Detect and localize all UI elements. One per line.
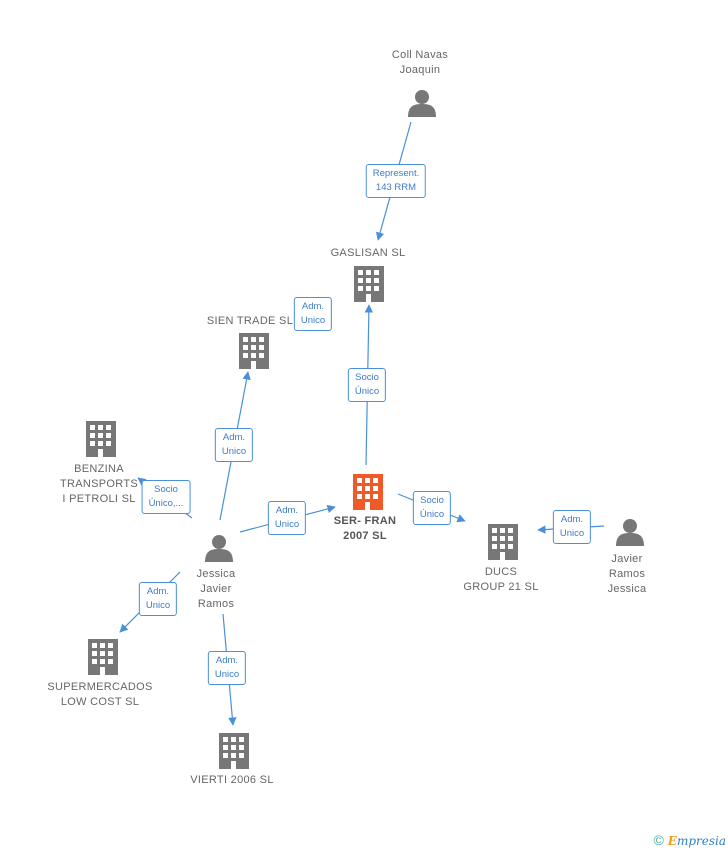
edge-label-line: Adm. (222, 432, 246, 443)
edge-label-line: Unico (274, 519, 300, 530)
edge-label-jessica-vierti[interactable]: Adm. Unico (207, 651, 247, 685)
node-label-gaslisan[interactable]: GASLISAN SL (331, 246, 406, 261)
edge-label-line: Adm. (146, 586, 170, 597)
edge-label-jessica-sien[interactable]: Adm. Unico (214, 428, 254, 462)
node-label-vierti[interactable]: VIERTI 2006 SL (190, 773, 274, 788)
building-icon-gaslisan[interactable] (354, 266, 384, 302)
node-label-serfran[interactable]: SER- FRAN 2007 SL (334, 514, 397, 544)
building-icon-sien[interactable] (239, 333, 269, 369)
person-icon-coll[interactable] (408, 90, 436, 117)
person-icon-javier[interactable] (616, 519, 644, 546)
edge-label-line: Adm. (301, 301, 325, 312)
node-label-line: Ramos (608, 568, 646, 580)
node-label-sien[interactable]: SIEN TRADE SL (207, 314, 293, 329)
building-icon-benzina[interactable] (86, 421, 116, 457)
node-label-benzina[interactable]: BENZINA TRANSPORTS I PETROLI SL (60, 462, 138, 507)
building-icon-serfran[interactable] (353, 474, 383, 510)
node-label-line: LOW COST SL (60, 696, 140, 708)
person-icon-jessica[interactable] (205, 535, 233, 562)
brand-initial: E (667, 834, 677, 848)
node-label-line: Javier (200, 583, 232, 595)
node-label-line: Coll Navas (391, 49, 449, 61)
node-label-line: Javier (611, 553, 643, 565)
edge-label-line: Único (419, 509, 445, 520)
brand-name: mpresia (676, 834, 726, 848)
node-label-line: Jessica (607, 583, 647, 595)
edge-label-line: Adm. (215, 655, 239, 666)
node-label-line: VIERTI 2006 SL (190, 774, 274, 786)
node-label-line: 2007 SL (343, 530, 387, 542)
edge-label-line: Adm. (560, 514, 584, 525)
edge-label-line: Unico (300, 315, 326, 326)
building-icon-vierti[interactable] (219, 733, 249, 769)
node-label-line: SIEN TRADE SL (206, 315, 294, 327)
copyright-icon: © (653, 832, 664, 848)
edge-label-line: Adm. (275, 505, 299, 516)
node-label-line: I PETROLI SL (62, 493, 136, 505)
node-label-super[interactable]: SUPERMERCADOS LOW COST SL (47, 680, 152, 710)
node-label-line: BENZINA (74, 463, 124, 475)
node-label-line: Ramos (197, 598, 235, 610)
edge-label-line: Unico (221, 446, 247, 457)
footer-brand: ©Empresia (653, 832, 726, 848)
edge-label-line: Único,... (148, 498, 184, 509)
edge-label-line: Único (354, 386, 380, 397)
edge-label-coll-gaslisan[interactable]: Represent. 143 RRM (365, 164, 427, 198)
edge-label-line: Socio (420, 495, 444, 506)
node-label-line: SUPERMERCADOS (47, 681, 153, 693)
building-icon-ducs[interactable] (488, 524, 518, 560)
edge-label-line: Unico (214, 669, 240, 680)
node-label-line: GASLISAN SL (330, 247, 406, 259)
node-label-line: SER- FRAN (333, 515, 397, 527)
edge-label-javier-ducs[interactable]: Adm. Unico (552, 510, 592, 544)
edge-label-line: Unico (145, 600, 171, 611)
edge-label-line: Socio (355, 372, 379, 383)
edge-label-jessica-serfran[interactable]: Adm. Unico (267, 501, 307, 535)
edge-label-line: Represent. (372, 168, 420, 179)
node-label-line: GROUP 21 SL (463, 581, 539, 593)
node-label-ducs[interactable]: DUCS GROUP 21 SL (463, 565, 538, 595)
node-label-line: Joaquin (399, 64, 441, 76)
edge-label-sien-gaslisan[interactable]: Adm. Unico (293, 297, 333, 331)
edge-label-line: Unico (559, 528, 585, 539)
node-label-line: DUCS (484, 566, 518, 578)
node-label-line: Jessica (196, 568, 236, 580)
building-icon-super[interactable] (88, 639, 118, 675)
edge-label-line: 143 RRM (375, 182, 417, 193)
node-label-line: TRANSPORTS (60, 478, 138, 490)
edge-label-jessica-super[interactable]: Adm. Unico (138, 582, 178, 616)
edge-label-line: Socio (154, 484, 178, 495)
